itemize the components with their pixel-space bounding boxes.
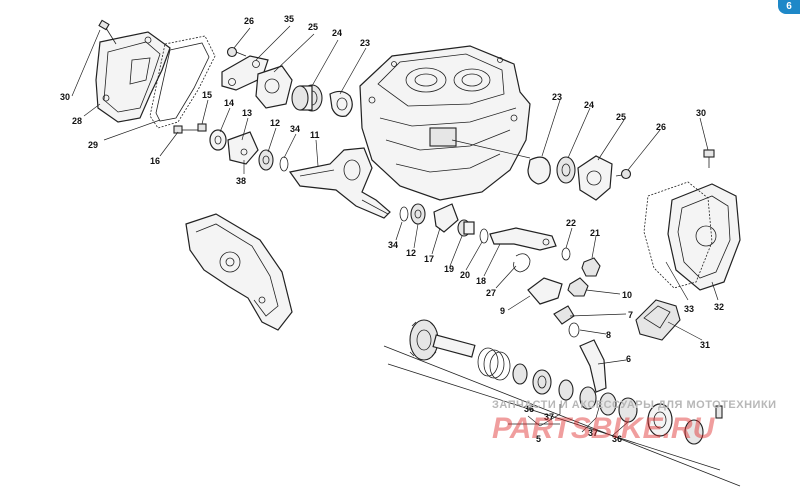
bearing-12-mid [410, 203, 426, 225]
bolt-15 [197, 123, 207, 132]
plate-25-right [577, 155, 613, 201]
washer-14 [209, 129, 227, 151]
label-23-left: 23 [360, 38, 370, 48]
label-12-left: 12 [270, 118, 280, 128]
label-31: 31 [700, 340, 710, 350]
label-33: 33 [684, 304, 694, 314]
washer-22 [561, 247, 571, 261]
label-13: 13 [242, 108, 252, 118]
label-26-right: 26 [656, 122, 666, 132]
label-8: 8 [606, 330, 611, 340]
label-34-mid: 34 [388, 240, 398, 250]
label-19: 19 [444, 264, 454, 274]
seal-23-right [527, 156, 551, 185]
plate-25-left [255, 65, 293, 109]
leader-lines [71, 25, 719, 437]
seal-23-left [329, 90, 353, 117]
label-35: 35 [284, 14, 294, 24]
bearing-24-left [291, 84, 323, 112]
label-32: 32 [714, 302, 724, 312]
pad-31 [635, 299, 681, 341]
label-30-right: 30 [696, 108, 706, 118]
lever-9 [527, 277, 563, 305]
nut-10 [567, 277, 589, 297]
label-22: 22 [566, 218, 576, 228]
label-21: 21 [590, 228, 600, 238]
watermark: ЗАПЧАСТИ И АКСЕССУАРЫ ДЛЯ МОТОТЕХНИКИ PA… [492, 399, 777, 445]
watermark-logo: PARTSBIKE.RU [492, 412, 716, 445]
part-13-38 [227, 131, 259, 165]
right-side-cover [667, 183, 741, 291]
label-17: 17 [424, 254, 434, 264]
label-24-left: 24 [332, 28, 342, 38]
label-38: 38 [236, 176, 246, 186]
label-26-top: 26 [244, 16, 254, 26]
label-10: 10 [622, 290, 632, 300]
label-36-a: 36 [524, 404, 534, 414]
cylinder-block [359, 45, 531, 201]
label-20: 20 [460, 270, 470, 280]
right-cover-gasket [643, 181, 713, 289]
bolt-26-right [615, 168, 632, 180]
crankshaft-11 [288, 147, 391, 219]
label-29: 29 [88, 140, 98, 150]
ring-34-left [279, 156, 289, 172]
label-14: 14 [224, 98, 234, 108]
label-28: 28 [72, 116, 82, 126]
label-6: 6 [626, 354, 631, 364]
bearing-12-left [258, 149, 274, 171]
left-side-cover [95, 31, 171, 123]
label-25-left: 25 [308, 22, 318, 32]
ring-34-mid [399, 206, 409, 222]
page-number-badge: 6 [778, 0, 800, 14]
label-37-a: 37 [544, 412, 554, 422]
label-12-mid: 12 [406, 248, 416, 258]
bolt-30-left [98, 19, 117, 45]
watermark-tagline: ЗАПЧАСТИ И АКСЕССУАРЫ ДЛЯ МОТОТЕХНИКИ [492, 399, 777, 411]
bearing-24-right [556, 156, 576, 184]
part-17 [433, 203, 459, 233]
label-16: 16 [150, 156, 160, 166]
label-15: 15 [202, 90, 212, 100]
label-9: 9 [500, 306, 505, 316]
label-25-right: 25 [616, 112, 626, 122]
pin-7 [553, 305, 575, 325]
shaft-18 [489, 227, 557, 251]
label-37-b: 37 [588, 428, 598, 438]
bolt-16 [173, 125, 198, 134]
part-19 [457, 219, 475, 237]
spring-coil [477, 347, 511, 381]
bolt-30-right [703, 149, 715, 168]
label-5: 5 [536, 434, 541, 444]
clip-27 [513, 253, 531, 273]
label-11: 11 [310, 130, 320, 140]
kickstart-gear-assembly [383, 319, 741, 487]
bolt-26-top [226, 46, 247, 58]
bottom-left-casting [185, 213, 293, 331]
label-34-left: 34 [290, 124, 300, 134]
kick-gear [409, 319, 439, 361]
label-7: 7 [628, 310, 633, 320]
label-24-right: 24 [584, 100, 594, 110]
nut-21 [581, 257, 601, 277]
label-36-b: 36 [612, 434, 622, 444]
label-27: 27 [486, 288, 496, 298]
callout-labels: 30 28 29 16 15 14 13 38 26 35 25 24 23 1… [60, 14, 724, 444]
label-23-right: 23 [552, 92, 562, 102]
part-20 [479, 228, 489, 244]
label-30-left: 30 [60, 92, 70, 102]
shaft-6 [579, 339, 607, 393]
label-18: 18 [476, 276, 486, 286]
washer-8 [568, 322, 580, 338]
left-cover-gasket [149, 35, 216, 129]
